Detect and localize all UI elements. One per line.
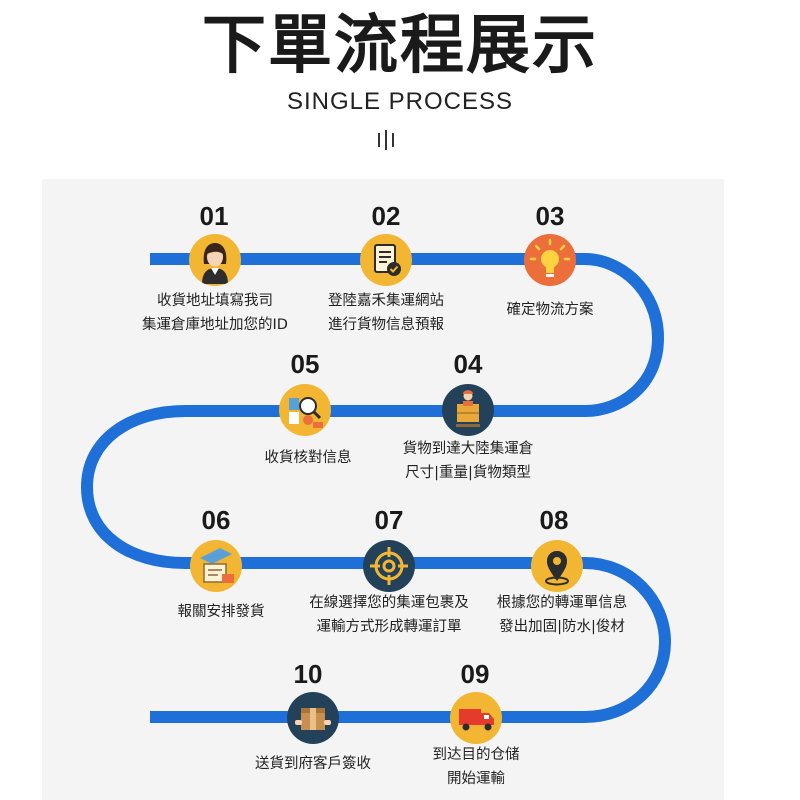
step-number: 04 [453, 349, 483, 379]
step-number: 09 [460, 659, 490, 689]
step-number: 05 [290, 349, 320, 379]
step-number: 03 [535, 201, 565, 231]
step-label: 收貨核對信息 [264, 450, 352, 466]
step-label: 送貨到府客戶簽收 [255, 756, 371, 772]
step-number: 10 [293, 659, 323, 689]
step-label: 確定物流方案 [506, 302, 594, 318]
step-label: 在線選擇您的集運包裹及 運輸方式形成轉運訂單 [309, 595, 469, 635]
step-number: 08 [539, 505, 569, 535]
divider-mark-middle [385, 130, 387, 150]
divider-mark-right [392, 133, 394, 147]
step-number: 06 [201, 505, 231, 535]
page-title: 下單流程展示 [202, 9, 598, 83]
step-number: 02 [371, 201, 401, 231]
step-number: 07 [374, 505, 404, 535]
target-icon [363, 540, 415, 592]
page-subtitle: SINGLE PROCESS [286, 88, 514, 115]
step-label: 到达目的仓储 開始運輸 [432, 747, 520, 787]
step-label: 登陸嘉禾集運網站 進行貨物信息預報 [328, 293, 444, 333]
divider-mark-left [378, 133, 380, 147]
step-number: 01 [199, 201, 229, 231]
warehouse-worker-icon [442, 384, 494, 436]
step-label: 收貨地址填寫我司 集運倉庫地址加您的ID [142, 293, 288, 333]
step-label: 貨物到達大陸集運倉 尺寸|重量|貨物類型 [402, 441, 534, 481]
step-label: 根據您的轉運單信息 發出加固|防水|俊材 [496, 595, 628, 635]
customs-declaration-icon [190, 540, 242, 592]
document-check-icon [360, 234, 412, 286]
lightbulb-icon [524, 234, 576, 286]
step-label: 報關安排發貨 [177, 604, 265, 620]
parcel-box-icon [287, 692, 339, 744]
delivery-truck-icon [450, 692, 502, 744]
route-path [80, 253, 672, 723]
location-pin-icon [531, 540, 583, 592]
woman-avatar-icon [189, 234, 241, 286]
inspection-icon [279, 384, 331, 436]
